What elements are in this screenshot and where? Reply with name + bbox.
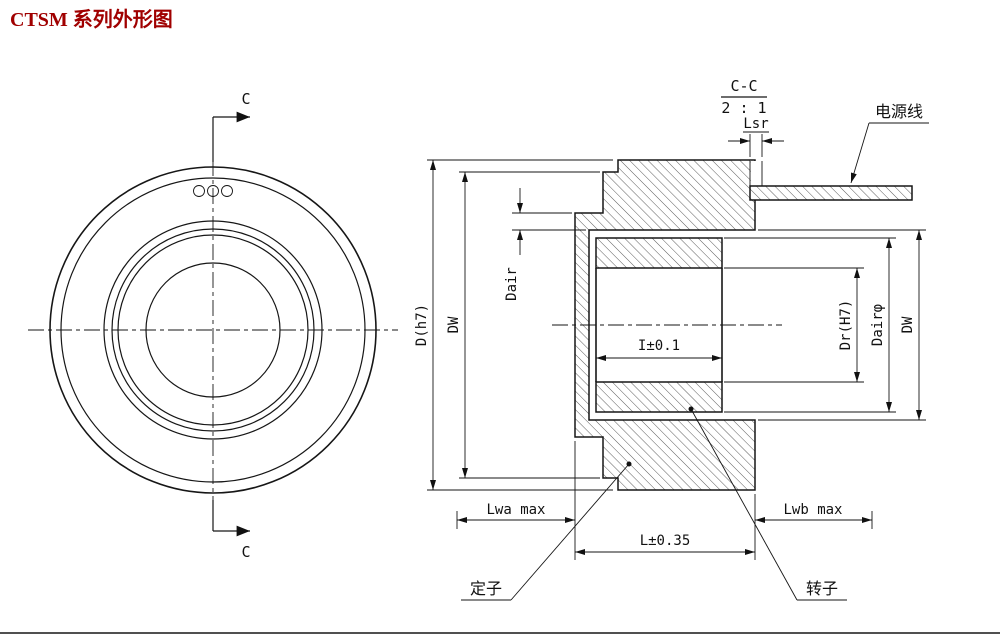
dim-length: L±0.35	[575, 533, 755, 555]
dim-dair-dia: Dairφ	[724, 237, 896, 413]
dim-lwb: Lwb max	[755, 502, 873, 529]
dim-dw-right: DW	[758, 229, 926, 421]
dr-label: Dr(H7)	[838, 300, 854, 351]
dair-gap-label: Dair	[504, 267, 520, 301]
stator-section	[574, 159, 756, 491]
rotor-callout: 转子	[688, 406, 847, 601]
cable-slot	[749, 161, 763, 186]
rotor-leader-dot	[688, 406, 694, 412]
cut-label-bottom: C	[241, 543, 250, 561]
rotor-section-bottom	[595, 381, 723, 413]
cable-leader	[850, 122, 870, 184]
section-id: C-C 2 : 1	[721, 77, 767, 117]
stator-leader-dot	[626, 461, 632, 467]
section-id-label: C-C	[730, 77, 757, 95]
stator-callout: 定子	[461, 461, 632, 601]
rotor-leader	[690, 408, 798, 601]
section-cut-top: C	[212, 90, 251, 162]
dim-rotor-bore: Dr(H7)	[724, 267, 864, 383]
section-view: C-C 2 : 1 Lsr 电源线 D(h7)	[414, 77, 929, 601]
dw-right-label: DW	[900, 316, 916, 333]
wire-hole-3	[221, 185, 233, 197]
cable-label: 电源线	[875, 103, 923, 121]
stator-leader	[510, 463, 630, 601]
lwa-label: Lwa max	[486, 502, 545, 518]
power-cable	[749, 185, 913, 201]
page-title: CTSM 系列外形图	[10, 7, 173, 31]
cut-label-top: C	[241, 90, 250, 108]
rotor-section-top	[595, 237, 723, 269]
d-label: D(h7)	[414, 304, 430, 346]
front-view: C C	[28, 90, 398, 561]
length-label: L±0.35	[640, 533, 691, 549]
rotor-label: 转子	[806, 580, 838, 598]
section-cut-bottom: C	[212, 500, 251, 561]
lwb-label: Lwb max	[783, 502, 842, 518]
stator-label: 定子	[470, 580, 502, 598]
dim-dw-left: DW	[446, 171, 600, 479]
lsr-label: Lsr	[743, 116, 768, 132]
dim-lsr: Lsr	[728, 116, 784, 157]
cable-callout: 电源线	[850, 103, 929, 184]
dair-dia-label: Dairφ	[870, 304, 886, 346]
dw-left-label: DW	[446, 316, 462, 333]
bore-label: I±0.1	[638, 338, 680, 354]
dim-bore-length: I±0.1	[596, 338, 722, 361]
dim-outer-dia: D(h7)	[414, 159, 613, 491]
wire-hole-1	[193, 185, 205, 197]
section-scale-label: 2 : 1	[721, 99, 766, 117]
dim-dair-gap: Dair	[504, 188, 586, 301]
cable-slot-gap	[750, 161, 762, 186]
dim-lwa: Lwa max	[456, 502, 575, 529]
wire-holes	[193, 185, 233, 197]
